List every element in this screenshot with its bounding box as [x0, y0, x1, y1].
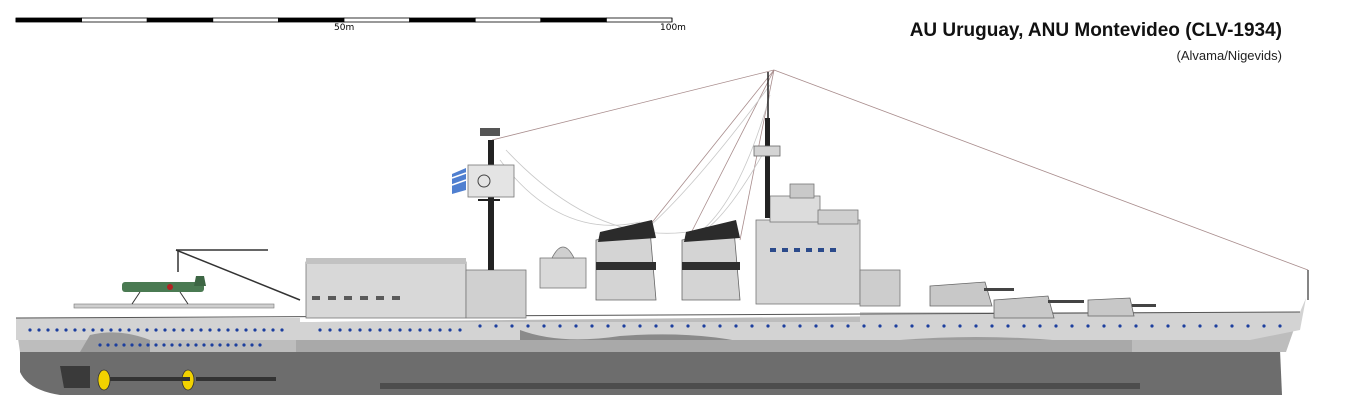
drawing-credit: (Alvama/Nigevids) [1176, 48, 1282, 63]
main-mast [467, 128, 515, 270]
fore-mast [753, 72, 781, 218]
propeller-icon [60, 366, 276, 391]
crane-icon [175, 249, 301, 301]
drawing-title: AU Uruguay, ANU Montevideo (CLV-1934) [909, 20, 1282, 41]
funnel-fore [681, 220, 741, 301]
aft-superstructure [305, 258, 527, 319]
aft-director [539, 246, 587, 289]
turret-fore-c [1087, 297, 1156, 317]
scale-mid-label: 50m [334, 23, 355, 33]
turret-fore-a [929, 281, 1014, 307]
portholes [28, 324, 1282, 347]
bilge-keel [380, 383, 1140, 389]
scale-end-label: 100m [660, 23, 686, 33]
turret-fore-b [993, 295, 1084, 319]
scale-bar: 50m 100m [14, 14, 686, 44]
funnel-aft [595, 220, 657, 301]
seaplane-icon [73, 276, 275, 309]
flag-icon [451, 168, 467, 194]
scale-bar-graphic [15, 17, 673, 23]
aerial-wires [499, 84, 771, 239]
forward-superstructure [755, 183, 901, 307]
camo-patch [80, 332, 150, 352]
armor-belt [296, 340, 1132, 352]
